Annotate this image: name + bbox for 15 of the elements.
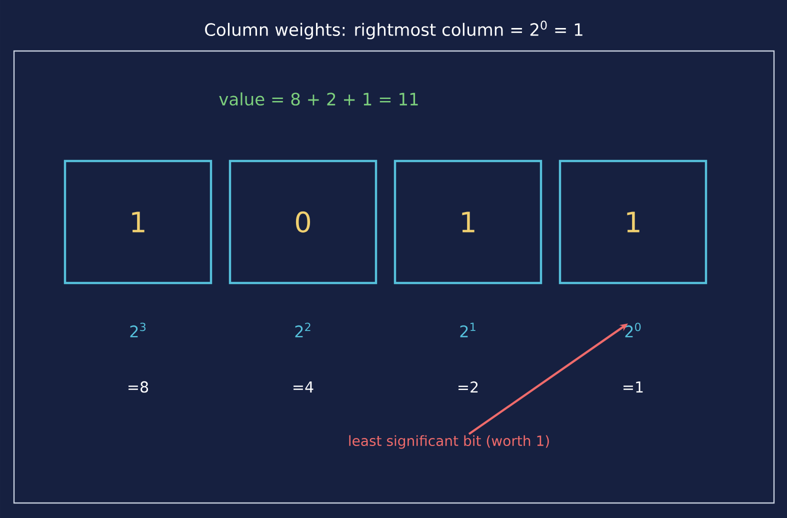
weight-value: =1 [624,382,643,392]
weight-value: =4 [294,382,314,392]
digit-box: 1 [394,160,542,284]
weight-value: =8 [128,381,148,393]
weight-label: 2$^{1}$ [460,322,476,338]
weight-label: 2$^{2}$ [295,322,310,338]
digit-box: 1 [64,160,212,284]
annotation-text: least significant bit (worth 1) [349,435,549,449]
value-sum: value = 8 + 2 + 1 = 11 [219,92,418,106]
weight-label: 2$^{3}$ [130,322,146,338]
digit-box: 1 [558,160,708,284]
weight-label: 2$^{0}$ [625,322,641,338]
title: Column weights: rightmost column = 2$^{0}$ = 1 [205,20,582,40]
weight-value: =2 [458,381,478,393]
digit-box: 0 [228,160,378,284]
